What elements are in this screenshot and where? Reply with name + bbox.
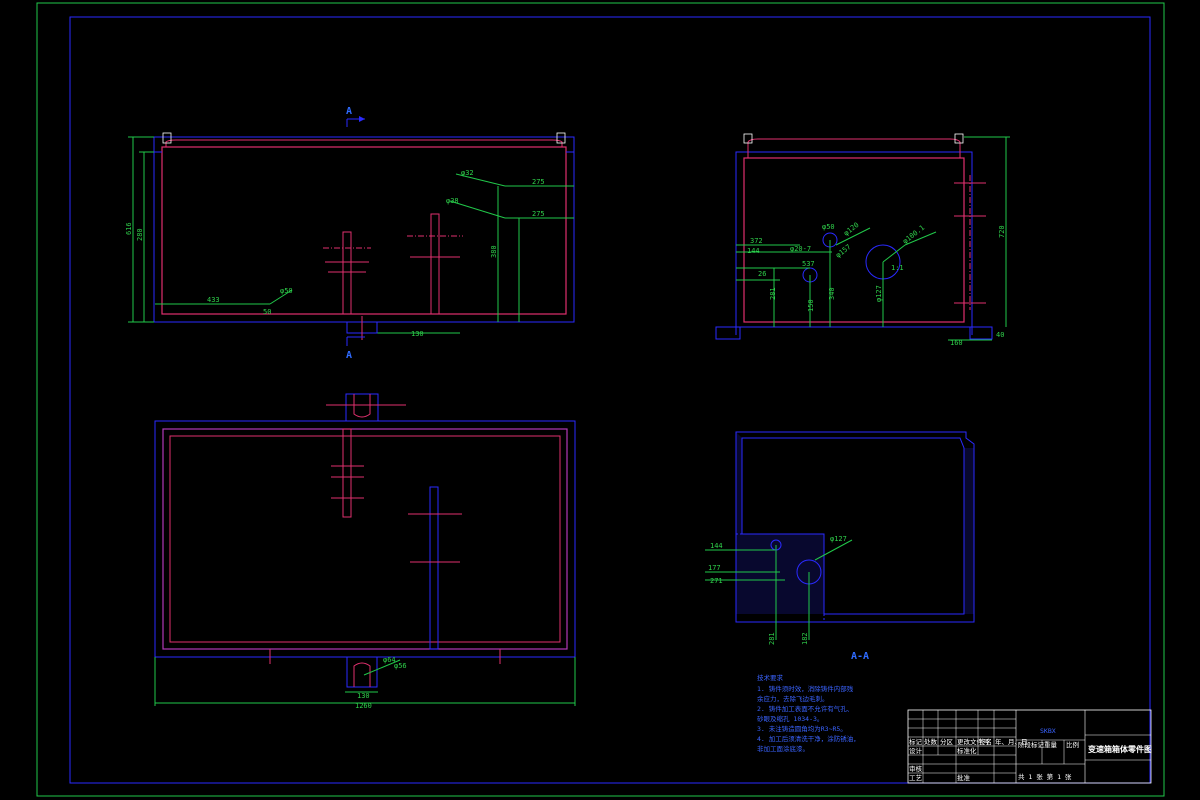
dim-616: 616	[125, 222, 133, 235]
header-count: 处数	[924, 737, 938, 746]
dim-130: 130	[411, 330, 424, 338]
header-change-doc: 更改文件号	[957, 737, 990, 746]
outer-border	[36, 2, 1165, 797]
dim-phi157: φ157	[834, 243, 852, 260]
dim-phi20: φ20-7	[790, 245, 811, 253]
standardization: 标准化	[957, 746, 977, 755]
header-date: 年、月、日	[995, 737, 1028, 746]
dim-40: 40	[996, 331, 1004, 339]
inner-border	[69, 16, 1151, 784]
dim-275-a: 275	[532, 178, 545, 186]
dim-275-b: 275	[532, 210, 545, 218]
scale-label: 比例	[1066, 740, 1079, 749]
side-view	[715, 133, 1010, 341]
dim-phi127: φ127	[875, 285, 883, 302]
notes-line-4: 砂眼及缩孔 1034-3。	[757, 714, 823, 723]
plan-view	[154, 393, 576, 706]
section-view	[705, 431, 975, 640]
dim-537: 537	[802, 260, 815, 268]
notes-line-3: 2. 铸件加工表面不允许有气孔、	[757, 704, 853, 713]
dim-182: 182	[801, 632, 809, 645]
dim-177: 177	[708, 564, 721, 572]
dim-720: 720	[998, 225, 1006, 238]
section-mark-top: A	[346, 106, 352, 117]
dim-130: 130	[357, 692, 370, 700]
dim-372: 372	[750, 237, 763, 245]
dim-281: 281	[768, 632, 776, 645]
dim-433: 433	[207, 296, 220, 304]
dim-380: 380	[490, 245, 498, 258]
dim-271: 271	[710, 577, 723, 585]
header-signature: 签名	[979, 737, 992, 746]
dim-phi50: φ50	[822, 223, 835, 231]
part-number: SKBX	[1040, 727, 1056, 735]
technical-notes: 技术要求 1. 铸件须时效，消除铸件内部残 余应力，去除飞边毛刺。 2. 铸件加…	[757, 673, 860, 753]
dim-1260: 1260	[355, 702, 372, 710]
dim-1-1: 1:1	[891, 264, 904, 272]
sheet-info: 共 1 张 第 1 张	[1018, 772, 1072, 781]
plan-view-dims: 130 1260 φ64 φ56	[355, 656, 407, 710]
dim-phi120: φ120	[842, 221, 860, 238]
notes-line-6: 4. 加工后须清洗干净，涂防锈油，	[757, 734, 860, 743]
notes-line-2: 余应力，去除飞边毛刺。	[757, 694, 829, 703]
section-title: A-A	[851, 651, 869, 662]
role-review: 审核	[909, 764, 923, 773]
dim-26: 26	[758, 270, 766, 278]
stage-label: 阶段标记	[1018, 740, 1045, 749]
header-mark: 标记	[909, 737, 923, 746]
side-view-dims: 372 144 φ20-7 537 φ50 26 340 150 281 φ12…	[747, 221, 1006, 347]
dim-144: 144	[710, 542, 723, 550]
dim-phi127: φ127	[830, 535, 847, 543]
notes-line-7: 非加工面涂底漆。	[757, 744, 809, 753]
notes-line-1: 1. 铸件须时效，消除铸件内部残	[757, 684, 854, 693]
dim-50: 50	[263, 308, 271, 316]
front-view	[128, 116, 575, 346]
weight-label: 重量	[1044, 741, 1058, 749]
title-block-text: SKBX 变速箱箱体零件图 标记 处数 分区 更改文件号 签名 年、月、日 设计…	[909, 727, 1152, 782]
dim-phi50: φ50	[280, 287, 293, 295]
drawing-name: 变速箱箱体零件图	[1088, 744, 1152, 754]
dim-150: 150	[807, 299, 815, 312]
notes-line-5: 3. 未注铸造圆角均为R3~R5。	[757, 724, 847, 733]
title-block	[907, 709, 1152, 784]
dim-phi64: φ64	[383, 656, 396, 664]
section-mark-bottom: A	[346, 350, 352, 361]
front-view-dims: 433 φ50 50 616 280 380 130 φ32 φ38 275 2…	[125, 169, 545, 338]
section-view-dims: 144 177 271 φ127 281 182	[708, 535, 847, 645]
role-design: 设计	[909, 746, 923, 755]
role-process: 工艺	[909, 774, 923, 782]
role-approve: 批准	[957, 773, 971, 782]
dim-phi32: φ32	[461, 169, 474, 177]
dim-340: 340	[828, 287, 836, 300]
dim-280: 280	[136, 228, 144, 241]
dim-phi38: φ38	[446, 197, 459, 205]
dim-phi56: φ56	[394, 662, 407, 670]
dim-160: 160	[950, 339, 963, 347]
notes-title: 技术要求	[757, 673, 784, 682]
dim-144: 144	[747, 247, 760, 255]
header-zone: 分区	[940, 737, 954, 746]
dim-phi100: φ100.1	[901, 224, 926, 246]
dim-281: 281	[769, 287, 777, 300]
